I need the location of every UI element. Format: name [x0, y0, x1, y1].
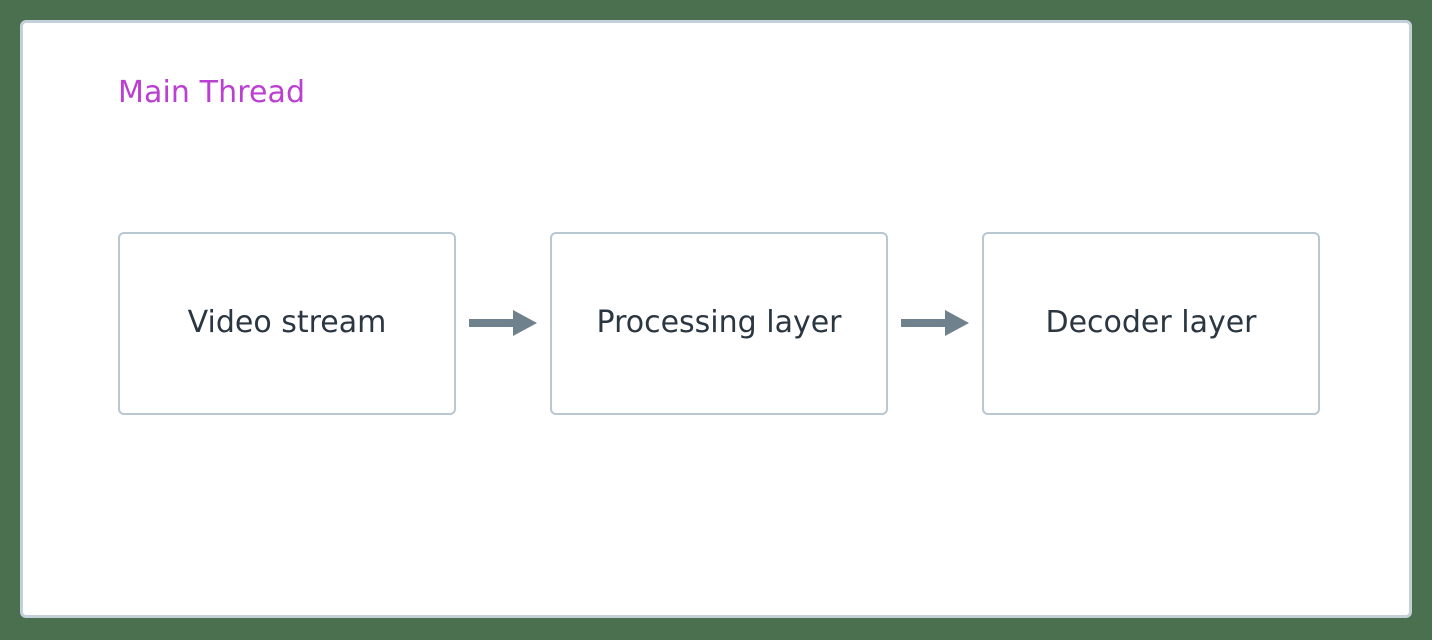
- main-thread-group: Main Thread Video stream Processing laye…: [20, 20, 1412, 618]
- flow-sequence: Video stream Processing layer Decoder la…: [118, 230, 1320, 416]
- main-thread-group-title: Main Thread: [118, 75, 306, 110]
- edge-processing-layer-to-decoder-layer[interactable]: [888, 303, 982, 343]
- node-decoder-layer[interactable]: Decoder layer: [982, 231, 1320, 415]
- node-video-stream-label: Video stream: [187, 305, 387, 340]
- arrow-right-icon: [901, 310, 969, 336]
- edge-video-stream-to-processing-layer[interactable]: [456, 303, 550, 343]
- node-processing-layer-label: Processing layer: [596, 305, 842, 340]
- node-processing-layer[interactable]: Processing layer: [550, 231, 888, 415]
- node-video-stream[interactable]: Video stream: [118, 231, 456, 415]
- node-decoder-layer-label: Decoder layer: [1045, 305, 1257, 340]
- arrow-right-icon: [469, 310, 537, 336]
